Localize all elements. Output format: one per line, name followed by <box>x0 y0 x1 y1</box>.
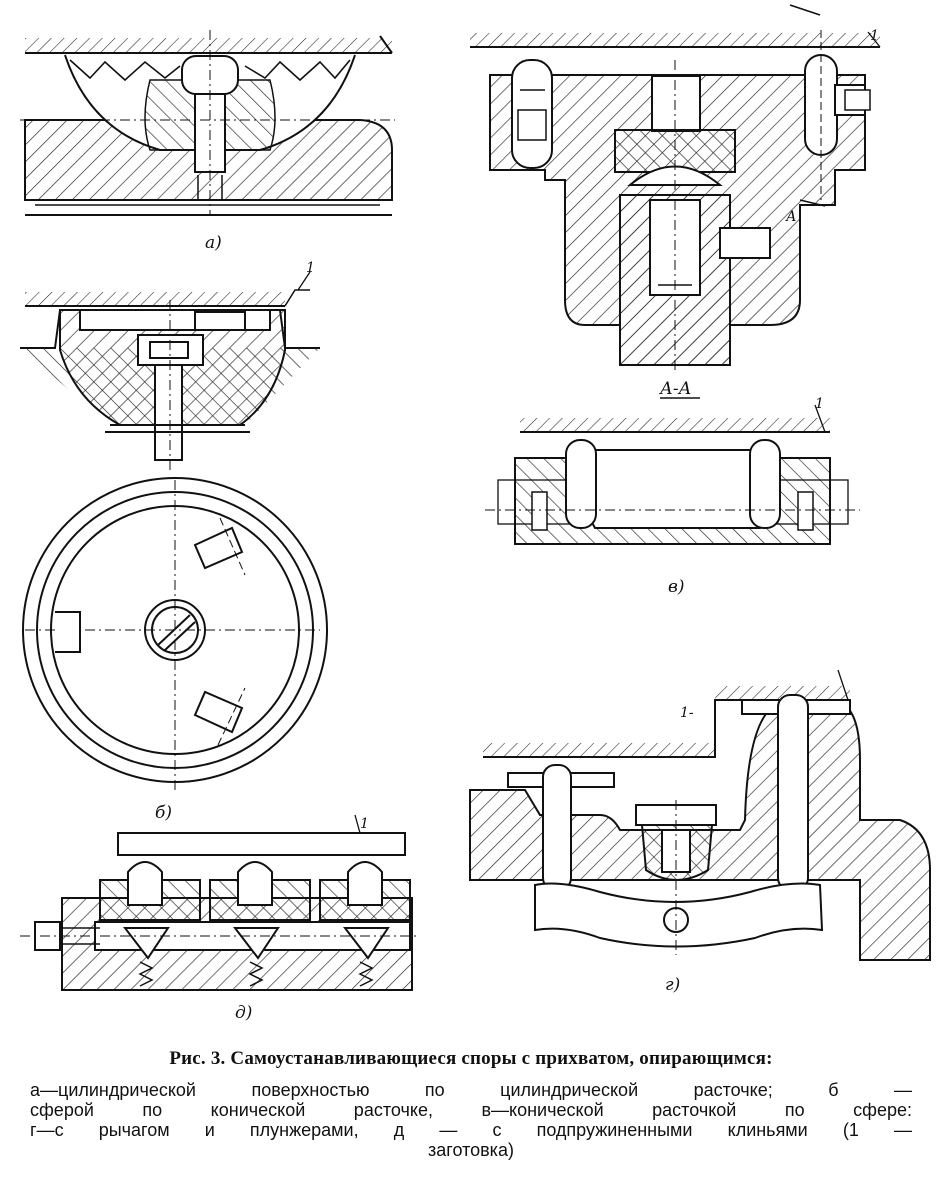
figure-caption: Рис. 3. Самоустанавливающиеся споры с пр… <box>30 1048 912 1160</box>
view-section-aa <box>485 397 860 545</box>
caption-title: Рис. 3. Самоустанавливающиеся споры с пр… <box>169 1048 773 1069</box>
technical-figure: а) б) в) г) д) А-А А 1 1 1 1- 1 <box>20 4 931 1023</box>
view-a <box>20 30 395 216</box>
label-part-g: 1- <box>680 705 694 721</box>
view-v <box>470 4 881 370</box>
label-a: а) <box>205 233 222 253</box>
label-section-aa: А-А <box>659 379 692 399</box>
caption-line-2: сферой по конической расточке, в—коничес… <box>30 1100 912 1120</box>
caption-line-4: заготовка) <box>428 1140 514 1160</box>
label-part-section: 1 <box>815 396 824 412</box>
view-b-plan <box>22 477 328 790</box>
label-part-b: 1 <box>306 260 315 276</box>
label-part-d: 1 <box>360 816 369 832</box>
view-d <box>20 814 420 991</box>
view-g <box>469 669 931 961</box>
label-v: в) <box>668 577 685 597</box>
label-arrow-a: А <box>785 209 797 225</box>
label-g: г) <box>665 975 680 995</box>
label-part-v: 1 <box>870 28 879 44</box>
figure-labels: а) б) в) г) д) А-А А 1 1 1 1- 1 <box>155 28 879 1023</box>
view-b-section <box>20 271 320 470</box>
caption-line-3: г—с рычагом и плунжерами, д — с подпружи… <box>30 1120 912 1140</box>
caption-line-1: а—цилиндрической поверхностью по цилиндр… <box>30 1080 912 1100</box>
label-b: б) <box>155 803 172 823</box>
label-d: д) <box>235 1003 252 1023</box>
